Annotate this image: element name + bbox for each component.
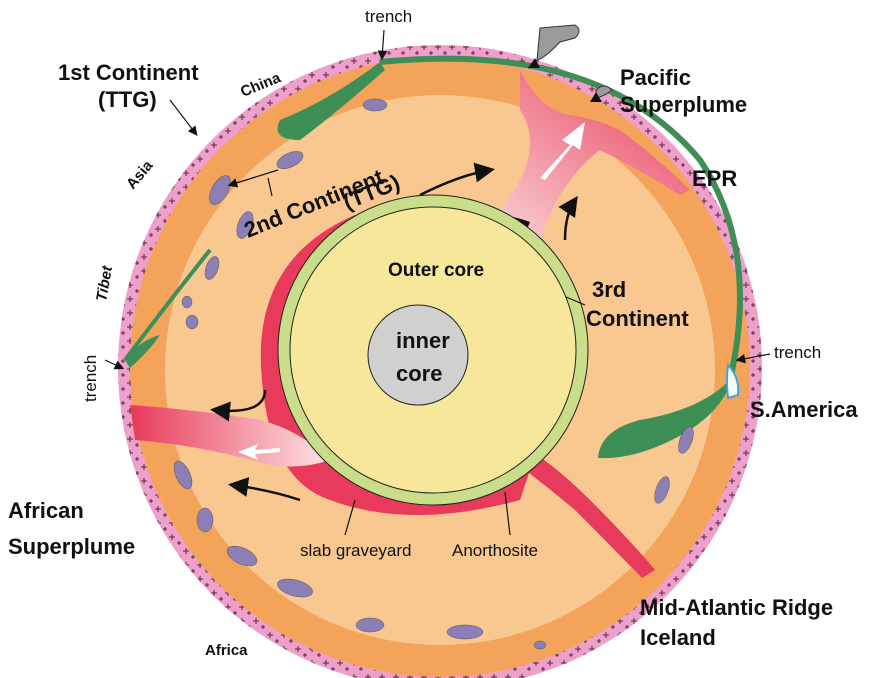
anorthosite-label: Anorthosite <box>452 541 538 560</box>
blob <box>363 99 387 111</box>
iceland-label: Iceland <box>640 625 716 650</box>
africa-label: Africa <box>205 642 248 659</box>
tibet-label: Tibet <box>93 264 116 303</box>
blob <box>447 625 483 639</box>
epr-label: EPR <box>692 166 737 191</box>
trench-top-label: trench <box>365 7 412 26</box>
blob <box>186 315 198 329</box>
pacific-label: Pacific <box>620 65 691 90</box>
s-america-label: S.America <box>750 397 858 422</box>
inner-core <box>368 305 468 405</box>
asia-label: Asia <box>123 157 157 193</box>
island-shape-1 <box>537 25 579 60</box>
african-label: African <box>8 498 84 523</box>
blob <box>182 296 192 308</box>
leader-line <box>170 100 196 134</box>
first-continent-label: 1st Continent <box>58 60 199 85</box>
trench-left-label: trench <box>81 355 100 402</box>
trench-right-label: trench <box>774 343 821 362</box>
slab-graveyard-label: slab graveyard <box>300 541 412 560</box>
blob <box>197 508 213 532</box>
core-label: core <box>396 361 442 386</box>
third-continent-label: Continent <box>586 306 689 331</box>
pacific-superplume-label: Superplume <box>620 92 747 117</box>
first-continent-ttg-label: (TTG) <box>98 87 157 112</box>
outer-core-label: Outer core <box>388 260 484 281</box>
blob <box>534 641 546 649</box>
third-label: 3rd <box>592 277 626 302</box>
mid-atlantic-label: Mid-Atlantic Ridge <box>640 595 833 620</box>
african-superplume-label: Superplume <box>8 534 135 559</box>
blob <box>356 618 384 632</box>
inner-label: inner <box>396 328 450 353</box>
